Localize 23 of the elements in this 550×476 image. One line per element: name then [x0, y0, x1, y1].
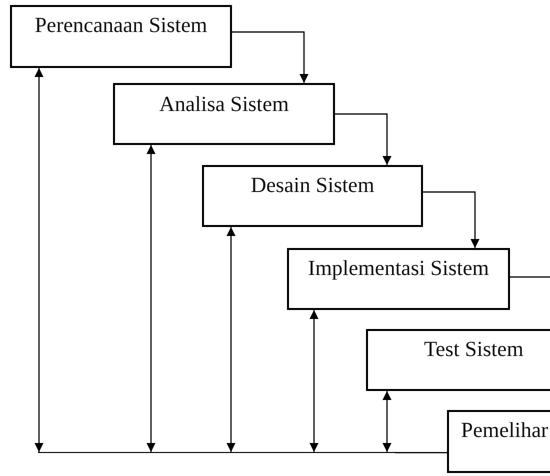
process-box	[202, 165, 423, 227]
arrow	[232, 31, 308, 83]
arrow	[335, 113, 392, 165]
step-label: Test Sistem	[424, 337, 524, 362]
process-box	[287, 248, 510, 310]
process-box	[366, 329, 550, 391]
double-arrow	[146, 145, 156, 452]
step-label: Perencanaan Sistem	[34, 13, 208, 38]
step-label: Pemelihar	[461, 418, 550, 443]
process-box	[113, 83, 335, 145]
arrow	[423, 191, 480, 248]
process-box	[447, 410, 550, 473]
process-box	[10, 5, 232, 68]
step-label: Implementasi Sistem	[307, 256, 490, 281]
connector-line	[510, 276, 550, 278]
double-arrow	[226, 227, 236, 452]
double-arrow	[382, 391, 392, 452]
double-arrow	[34, 68, 44, 452]
step-label: Desain Sistem	[250, 173, 376, 198]
step-label: Analisa Sistem	[158, 92, 290, 117]
double-arrow	[310, 310, 318, 452]
bus-line	[38, 452, 395, 454]
connector-line	[395, 452, 447, 454]
